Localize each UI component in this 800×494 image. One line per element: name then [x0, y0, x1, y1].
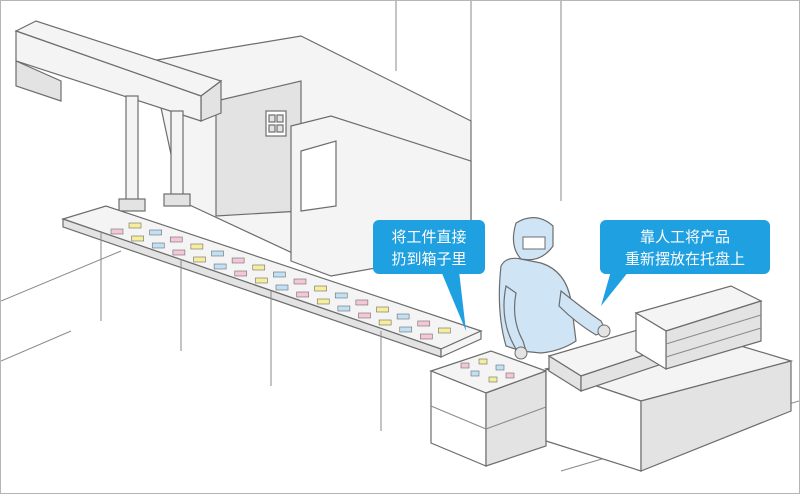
conveyor-part [252, 264, 266, 271]
conveyor-part [314, 285, 327, 292]
sorting-table [543, 285, 794, 472]
conveyor-part [296, 291, 309, 298]
conveyor-part [193, 256, 206, 263]
conveyor-part [169, 236, 183, 243]
conveyor-part [231, 257, 245, 264]
conveyor-part [190, 243, 204, 250]
conveyor-part [128, 222, 142, 229]
callout-manual-rearrange: 靠人工将产品 重新摆放在托盘上 [600, 220, 770, 274]
conveyor-part [334, 292, 348, 299]
conveyor-part [378, 319, 392, 326]
conveyor-part [213, 263, 227, 270]
conveyor-part [293, 278, 307, 285]
callout-right-line1: 靠人工将产品 [639, 228, 730, 246]
conveyor-part [110, 228, 124, 235]
conveyor-part [255, 277, 268, 284]
worker [498, 217, 611, 360]
conveyor-part [149, 229, 162, 236]
conveyor-part [234, 270, 248, 277]
conveyor-part [417, 320, 431, 327]
callout-left-line1: 将工件直接 [391, 228, 467, 246]
conveyor [61, 205, 483, 431]
conveyor-part [172, 249, 186, 256]
gantry-robot [14, 20, 223, 212]
conveyor-part [355, 299, 369, 306]
callout-throw-into-box: 将工件直接 扔到箱子里 [373, 220, 485, 274]
conveyor-part [211, 250, 224, 257]
callout-right-line2: 重新摆放在托盘上 [624, 250, 745, 268]
conveyor-part [151, 242, 165, 249]
conveyor-part [438, 327, 451, 334]
conveyor-part [316, 298, 330, 305]
callout-pointers [441, 271, 629, 331]
conveyor-parts [110, 222, 451, 340]
conveyor-part [337, 305, 351, 312]
conveyor-part [399, 326, 413, 333]
callout-left-line2: 扔到箱子里 [391, 250, 467, 268]
back-wall [395, 1, 562, 201]
parts-bin [429, 350, 548, 467]
conveyor-part [396, 313, 410, 320]
conveyor-part [273, 271, 286, 278]
conveyor-part [275, 284, 289, 291]
conveyor-part [420, 333, 433, 340]
conveyor-part [376, 306, 389, 313]
conveyor-part [131, 235, 144, 242]
conveyor-part [358, 312, 371, 319]
